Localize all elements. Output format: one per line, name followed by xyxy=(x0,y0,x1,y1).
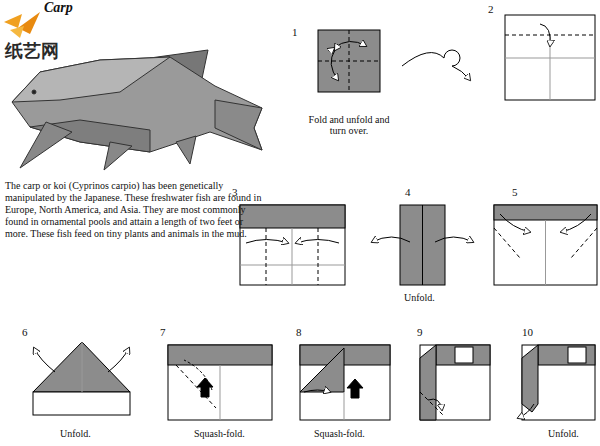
step-number: 4 xyxy=(405,186,411,198)
step-caption: Unfold. xyxy=(404,292,435,303)
step-number: 1 xyxy=(292,26,298,38)
step-number: 8 xyxy=(296,326,302,338)
step-caption: Squash-fold. xyxy=(194,428,245,439)
description: The carp or koi (Cyprinos carpio) has be… xyxy=(5,180,263,240)
logo-bird xyxy=(4,12,40,38)
step-caption: Unfold. xyxy=(548,428,579,439)
step-number: 7 xyxy=(160,326,166,338)
step-caption: Squash-fold. xyxy=(314,428,365,439)
title: Carp xyxy=(44,0,73,16)
watermark: 纸艺网 xyxy=(5,39,59,63)
step-number: 6 xyxy=(22,326,28,338)
step-number: 9 xyxy=(417,326,423,338)
step-number: 5 xyxy=(512,186,518,198)
step-number: 3 xyxy=(232,186,238,198)
step-caption: Fold and unfold and turn over. xyxy=(304,114,394,136)
step-caption: Unfold. xyxy=(60,428,91,439)
step-number: 2 xyxy=(488,3,494,15)
carp-model xyxy=(12,50,262,170)
step-number: 10 xyxy=(522,326,533,338)
